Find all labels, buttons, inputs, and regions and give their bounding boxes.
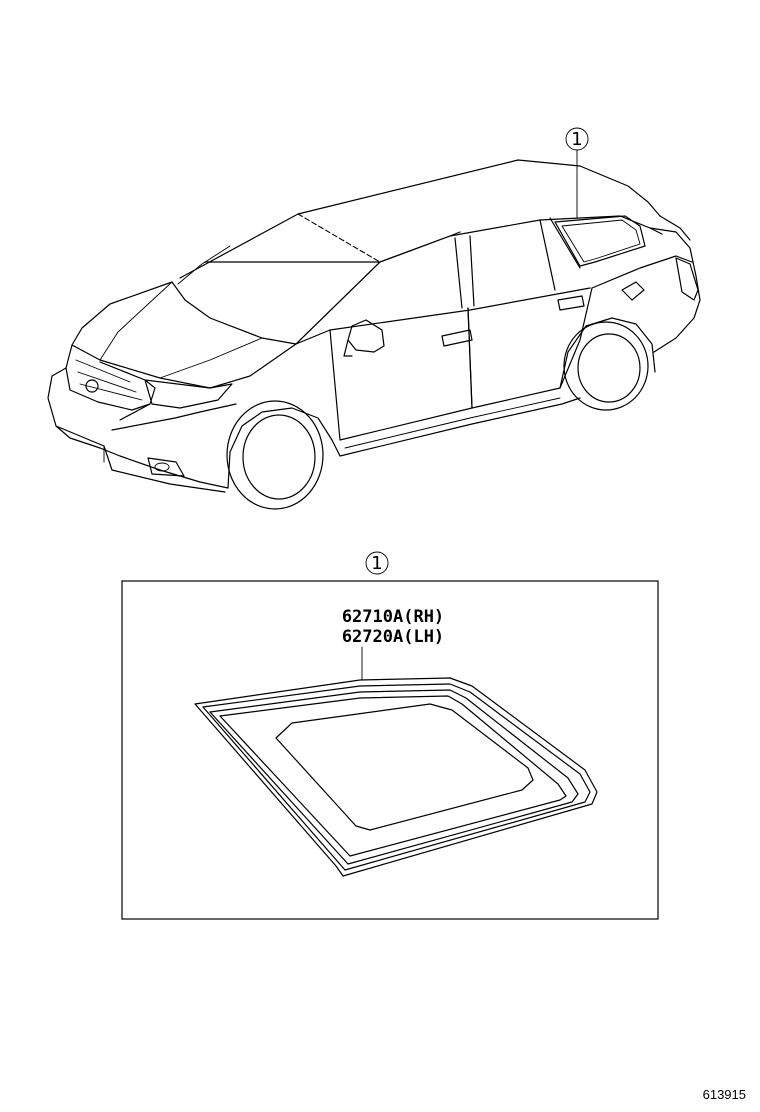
car-windshield bbox=[171, 261, 381, 345]
car-fuel-lid bbox=[621, 281, 645, 301]
car-rear-wheel bbox=[563, 321, 649, 411]
part-number-rh: 62710A(RH) bbox=[342, 607, 444, 627]
part-number-lh: 62720A(LH) bbox=[342, 627, 444, 647]
car-rear-door bbox=[467, 287, 593, 409]
quarter-window-location bbox=[554, 215, 646, 267]
car-door-handle-front bbox=[441, 329, 473, 347]
car-front-wheel bbox=[226, 400, 324, 510]
car-callout-number: 1 bbox=[571, 129, 582, 150]
figure-id: 613915 bbox=[703, 1087, 746, 1102]
car-rear-body bbox=[649, 227, 701, 353]
quarter-window-inner-glass bbox=[275, 703, 534, 831]
car-side-body bbox=[295, 231, 461, 345]
quarter-window-glass bbox=[194, 677, 598, 877]
car-mirror bbox=[347, 319, 385, 353]
detail-box bbox=[121, 580, 659, 920]
car-illustration bbox=[47, 159, 701, 510]
car-tail-lamp bbox=[675, 257, 699, 301]
car-door-handle-rear bbox=[557, 295, 585, 311]
detail-callout: 1 bbox=[365, 551, 389, 575]
detail-callout-number: 1 bbox=[371, 553, 382, 574]
car-headlight bbox=[144, 379, 233, 409]
car-grille bbox=[65, 344, 156, 411]
car-callout: 1 bbox=[565, 127, 589, 219]
car-fog-lamp bbox=[147, 457, 185, 477]
